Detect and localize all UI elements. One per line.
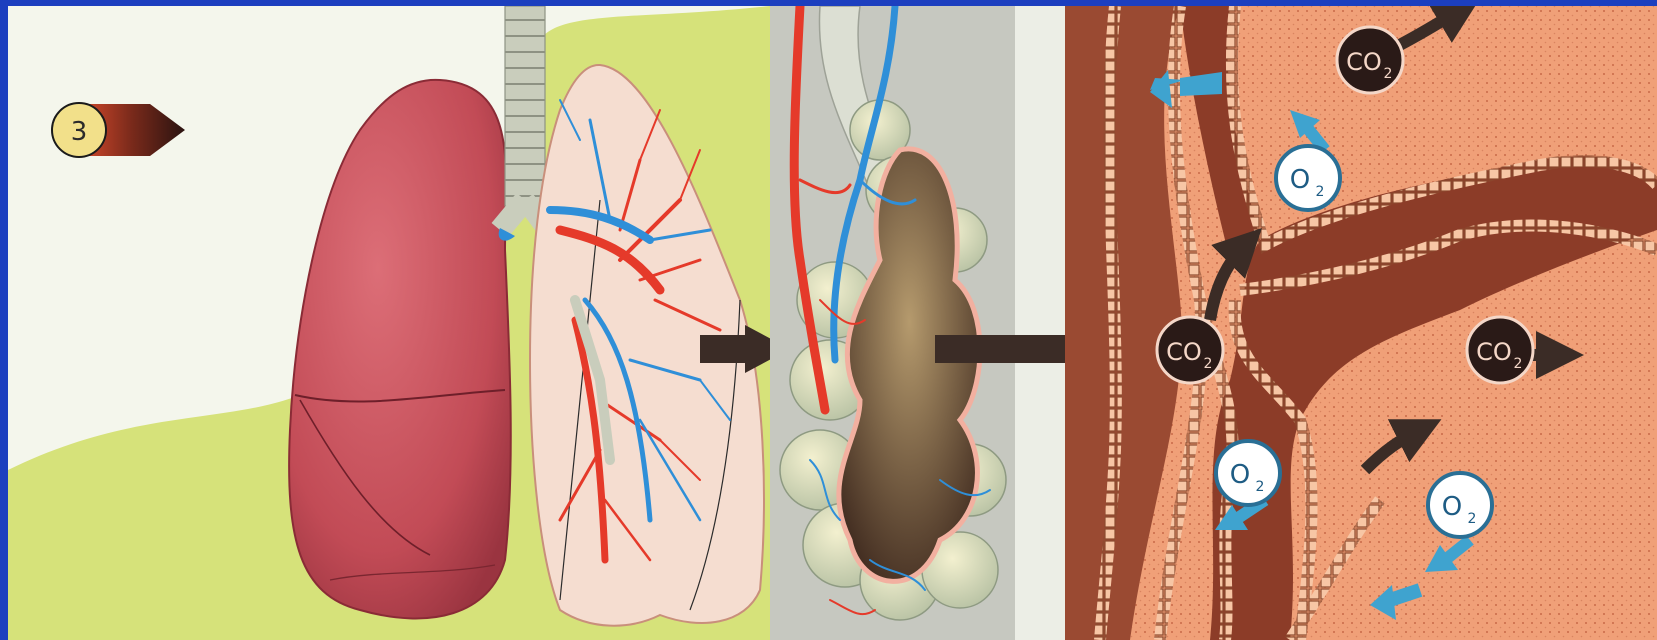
svg-text:2: 2 — [1468, 511, 1477, 527]
o2-molecule: O 2 — [1276, 146, 1340, 210]
svg-text:2: 2 — [1316, 184, 1325, 200]
co2-molecule: CO 2 — [1157, 317, 1223, 383]
svg-text:2: 2 — [1204, 356, 1213, 372]
svg-text:O: O — [1230, 460, 1250, 490]
svg-text:O: O — [1290, 165, 1310, 195]
lungs-panel — [8, 6, 790, 640]
gas-exchange-panel: CO 2 CO 2 CO 2 O 2 O 2 O 2 — [1065, 6, 1657, 640]
o2-molecule: O 2 — [1428, 473, 1492, 537]
co2-molecule: CO 2 — [1337, 27, 1403, 93]
svg-text:CO: CO — [1166, 338, 1202, 366]
svg-text:CO: CO — [1346, 48, 1382, 76]
svg-text:CO: CO — [1476, 338, 1512, 366]
co2-molecule: CO 2 — [1467, 317, 1533, 383]
step-number: 3 — [71, 117, 88, 147]
svg-text:2: 2 — [1514, 356, 1523, 372]
svg-text:O: O — [1442, 492, 1462, 522]
svg-text:2: 2 — [1256, 479, 1265, 495]
o2-molecule: O 2 — [1216, 441, 1280, 505]
svg-text:2: 2 — [1384, 66, 1393, 82]
